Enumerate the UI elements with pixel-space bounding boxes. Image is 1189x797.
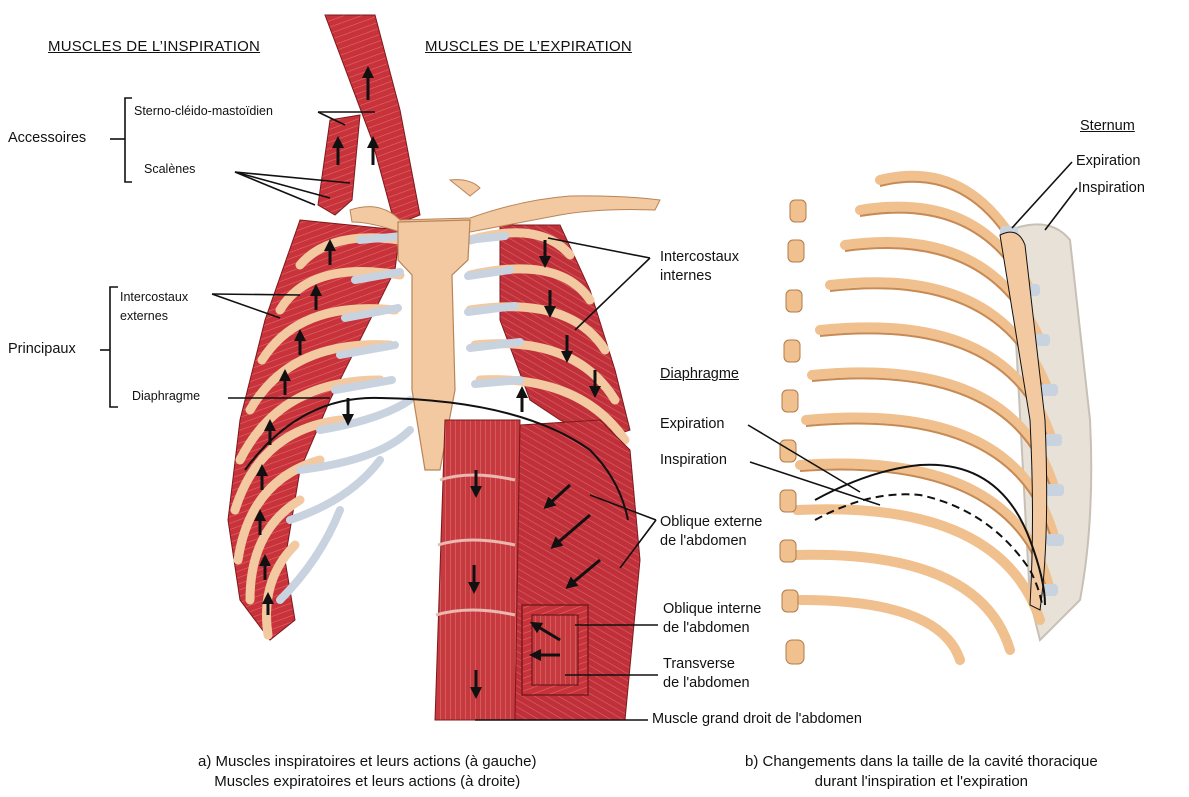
rectus-abdominis-label: Muscle grand droit de l'abdomen	[652, 711, 862, 727]
accessory-muscles-label: Accessoires	[8, 130, 86, 146]
spine	[780, 200, 806, 664]
diaphragm-expiration-label: Expiration	[660, 416, 724, 432]
caption-a: a) Muscles inspiratoires et leurs action…	[198, 752, 536, 792]
external-intercostals-label: Intercostaux externes	[120, 288, 188, 326]
caption-b: b) Changements dans la taille de la cavi…	[745, 752, 1098, 792]
transverse-label: Transverse de l'abdomen	[663, 655, 750, 693]
internal-oblique-label: Oblique interne de l'abdomen	[663, 600, 761, 638]
inspiration-muscles-heading: MUSCLES DE L’INSPIRATION	[48, 38, 260, 55]
diaphragm-heading-label: Diaphragme	[660, 366, 739, 382]
diaphragm-inspiration-label: Inspiration	[660, 452, 727, 468]
thorax-front-figure	[228, 15, 660, 720]
internal-intercostals-muscle	[500, 225, 630, 440]
external-oblique-label: Oblique externe de l'abdomen	[660, 513, 762, 551]
sternocleidomastoid-label: Sterno-cléido-mastoïdien	[134, 104, 273, 118]
sternum-expiration-label: Expiration	[1076, 153, 1140, 169]
thorax-side-figure	[780, 176, 1091, 664]
diaphragm-left-label: Diaphragme	[132, 389, 200, 403]
sternum-heading-label: Sternum	[1080, 118, 1135, 134]
sternum-inspiration-label: Inspiration	[1078, 180, 1145, 196]
primary-muscles-label: Principaux	[8, 341, 76, 357]
scalenes-label: Scalènes	[144, 162, 195, 176]
expiration-muscles-heading: MUSCLES DE L’EXPIRATION	[425, 38, 632, 55]
internal-intercostals-label: Intercostaux internes	[660, 248, 739, 286]
